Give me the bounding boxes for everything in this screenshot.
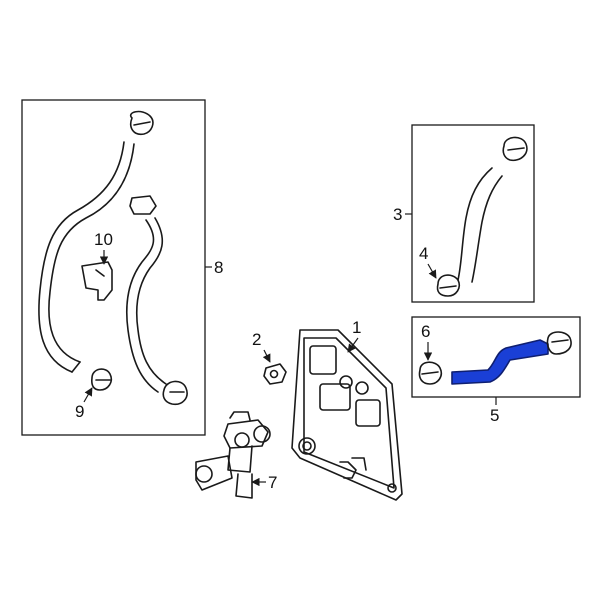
valve-assembly-7[interactable] (195, 411, 271, 499)
callout-5: 5 (490, 406, 499, 425)
heater-hose-left[interactable] (38, 141, 135, 373)
hose-clamp-top-3[interactable] (502, 136, 528, 162)
bracket-10[interactable] (81, 261, 113, 301)
hose-clamp-9[interactable] (91, 368, 113, 391)
hose-clamp-bottom-right[interactable] (162, 380, 188, 406)
callout-4: 4 (419, 244, 428, 263)
hose-3[interactable] (457, 167, 503, 283)
callout-2: 2 (252, 330, 261, 349)
callout-7: 7 (268, 473, 277, 492)
hose-clamp-top-left[interactable] (129, 110, 154, 136)
heater-hose-right[interactable] (125, 217, 167, 393)
nut-2[interactable] (263, 363, 287, 385)
callout-3: 3 (393, 205, 402, 224)
hose-clamp-6[interactable] (418, 361, 443, 385)
hose-clamp-mid[interactable] (129, 195, 157, 215)
callout-1: 1 (352, 318, 361, 337)
hose-clamp-4[interactable] (436, 274, 461, 297)
group-box-8 (21, 99, 206, 436)
callout-9: 9 (75, 402, 84, 421)
callout-8: 8 (214, 258, 223, 277)
oil-cooler-1[interactable] (291, 329, 403, 501)
hose-clamp-5-right[interactable] (546, 331, 572, 355)
callout-10: 10 (94, 230, 113, 249)
callout-6: 6 (421, 322, 430, 341)
coolant-hose-5[interactable] (451, 339, 549, 385)
